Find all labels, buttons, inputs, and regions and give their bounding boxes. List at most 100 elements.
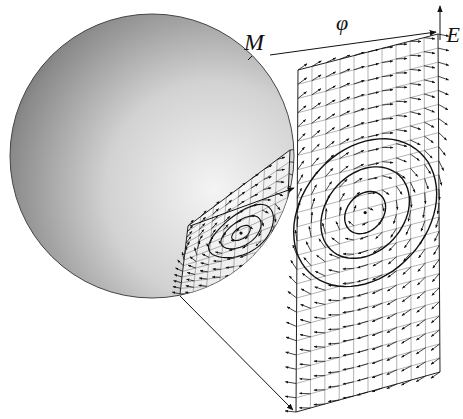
vector-arrow (419, 249, 425, 258)
vector-arrow (289, 276, 297, 284)
vector-arrow (425, 179, 429, 189)
vector-arrow (418, 263, 425, 271)
vector-arrow (187, 226, 192, 232)
vector-arrow (301, 304, 311, 308)
vector-arrow (187, 279, 195, 281)
vector-arrow (340, 193, 345, 201)
vector-arrow (410, 168, 417, 176)
vector-arrow (201, 263, 209, 265)
vector-arrow (312, 117, 321, 124)
vector-arrow (182, 252, 184, 260)
vector-arrow (286, 337, 296, 341)
vector-arrow (372, 374, 382, 378)
vector-arrow (382, 47, 393, 49)
vector-arrow (340, 125, 350, 130)
vector-arrow (326, 195, 330, 205)
vector-arrow (314, 404, 325, 406)
vector-arrow (201, 211, 206, 217)
vector-arrow (272, 226, 274, 233)
vector-arrow (314, 317, 325, 319)
vector-arrow (251, 282, 259, 284)
vector-arrow (251, 184, 258, 188)
vector-arrow (250, 293, 258, 295)
vector-arrow (211, 230, 216, 236)
vector-arrow (354, 164, 364, 169)
vector-arrow (199, 278, 207, 279)
vector-arrow (417, 277, 425, 285)
vector-arrow (348, 221, 353, 226)
vector-arrow (290, 149, 298, 151)
grid-line (297, 288, 440, 327)
vector-arrow (286, 322, 296, 326)
vector-arrow (340, 207, 341, 216)
vector-arrow (312, 144, 320, 152)
vector-arrow (439, 175, 442, 186)
vector-arrow (290, 161, 298, 163)
vector-arrow (424, 136, 433, 142)
vector-arrow (243, 245, 248, 248)
vector-arrow (326, 128, 335, 134)
grid-line (296, 330, 440, 370)
grid-line (219, 198, 226, 294)
vector-arrow (340, 83, 350, 88)
vector-arrow (368, 92, 379, 95)
vector-arrow (439, 147, 446, 156)
vector-arrow (396, 58, 407, 59)
vector-arrow (328, 314, 339, 315)
vector-arrow (214, 201, 220, 207)
vector-arrow (275, 215, 276, 222)
vector-arrow (314, 389, 325, 390)
vector-arrow (289, 174, 296, 177)
vector-arrow (421, 221, 425, 231)
vector-arrow (410, 154, 419, 160)
vector-arrow (382, 132, 393, 133)
vector-arrow (297, 202, 300, 213)
vector-arrow (404, 239, 410, 248)
vector-arrow (424, 38, 435, 39)
vector-arrow (408, 211, 410, 222)
grid-line (296, 358, 440, 398)
map-arrow (190, 188, 294, 226)
grid-line (296, 302, 439, 341)
vector-arrow (343, 396, 354, 398)
vector-arrow (406, 225, 411, 235)
vector-arrow (340, 111, 350, 116)
vector-arrow (239, 264, 247, 266)
vector-arrow (198, 241, 200, 249)
vector-arrow (300, 320, 311, 323)
vector-arrow (186, 237, 191, 243)
vector-arrow (387, 313, 397, 318)
grid-line (245, 179, 252, 293)
vector-arrow (372, 331, 382, 335)
vector-arrow (226, 192, 232, 197)
vector-arrow (372, 289, 382, 294)
vector-arrow (297, 216, 299, 227)
vector-arrow (268, 248, 274, 254)
vector-arrow (358, 350, 369, 353)
vector-arrow (314, 332, 325, 334)
vector-arrow (298, 147, 305, 155)
vector-arrow (304, 257, 311, 265)
vector-arrow (354, 52, 364, 55)
vector-arrow (396, 87, 407, 88)
vector-arrow (323, 223, 326, 233)
vector-arrow (436, 217, 439, 228)
vector-arrow (368, 208, 373, 210)
vector-arrow (278, 280, 285, 284)
center-point (364, 211, 367, 214)
vector-arrow (382, 104, 393, 105)
vector-arrow (396, 200, 397, 209)
chart-outline (296, 34, 440, 412)
grid-line (193, 217, 201, 294)
vector-arrow (312, 75, 321, 81)
vector-arrow (314, 346, 325, 348)
vector-arrow (388, 257, 396, 264)
vector-arrow (382, 190, 389, 195)
vector-arrow (410, 112, 421, 115)
vector-arrow (368, 64, 379, 67)
vector-arrow (252, 272, 259, 275)
vector-arrow (368, 135, 379, 137)
vector-arrow (403, 267, 411, 275)
integral-curve (345, 192, 386, 234)
